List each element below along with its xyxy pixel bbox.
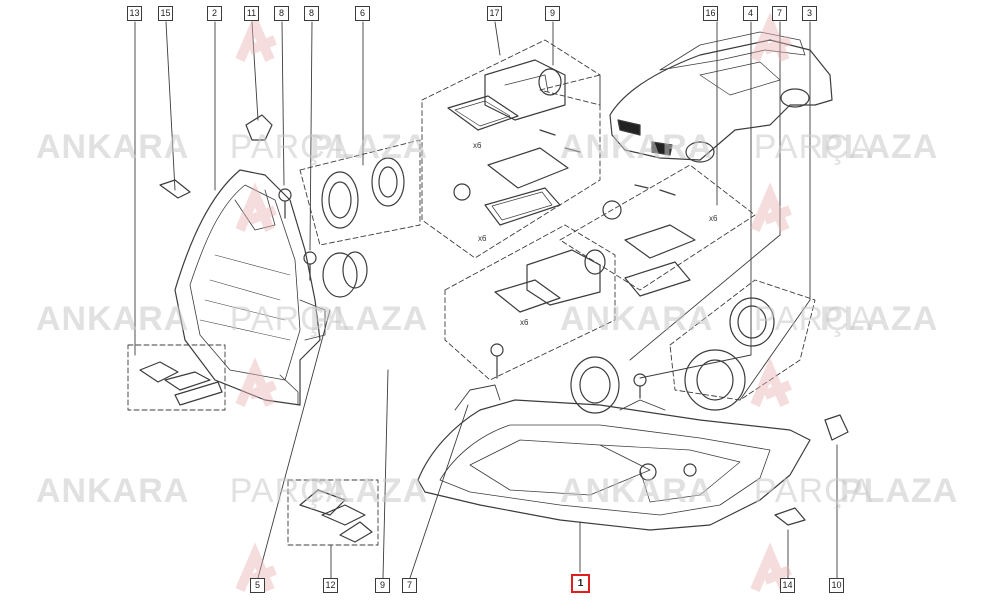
car-illustration	[609, 31, 833, 163]
bulb-caps-right	[490, 297, 775, 414]
callout-15: 15	[158, 6, 173, 21]
callout-8: 8	[274, 6, 289, 21]
small-fasteners-left	[139, 114, 317, 406]
callout-6: 6	[355, 6, 370, 21]
watermark-row-3d: PLAZA	[840, 472, 959, 510]
qty-label: x6	[473, 141, 482, 150]
callout-7b: 7	[402, 578, 417, 593]
callout-3: 3	[802, 6, 817, 21]
leader-lines	[134, 21, 838, 579]
qty-label: x6	[709, 214, 718, 223]
callout-11: 11	[244, 6, 259, 21]
qty-label: x6	[478, 234, 487, 243]
callout-14: 14	[780, 578, 795, 593]
callout-9: 9	[545, 6, 560, 21]
callout-12: 12	[323, 578, 338, 593]
watermark-row-3b: PLAZA	[310, 472, 429, 510]
callout-13: 13	[127, 6, 142, 21]
bulb-caps-left	[321, 157, 405, 298]
callout-7: 7	[772, 6, 787, 21]
qty-label: x6	[520, 318, 529, 327]
callout-2: 2	[207, 6, 222, 21]
watermark-row-2d: PLAZA	[820, 300, 939, 338]
watermark-row-3: ANKARA PARÇA	[36, 472, 350, 510]
watermark-row-2c: ANKARA PARÇA	[560, 300, 874, 338]
xenon-module-middle	[494, 184, 696, 313]
watermark-row-1b: PLAZA	[820, 128, 939, 166]
watermark-row-1c: ANKARA PARÇA	[560, 128, 874, 166]
callout-17: 17	[487, 6, 502, 21]
watermark-row-3c: ANKARA PARÇA	[560, 472, 874, 510]
xenon-module-upper	[447, 59, 581, 226]
callout-16: 16	[703, 6, 718, 21]
headlamp-housing-rear	[174, 169, 326, 406]
watermark-row-1d: PLAZA	[310, 128, 429, 166]
watermark-row-2b: PLAZA	[310, 300, 429, 338]
callout-5: 5	[250, 578, 265, 593]
watermark-row-1: ANKARA PARÇA	[36, 128, 350, 166]
callout-4: 4	[743, 6, 758, 21]
headlamp-front	[417, 384, 849, 531]
callout-9b: 9	[375, 578, 390, 593]
callout-1-highlighted: 1	[571, 574, 590, 593]
dashed-groups	[127, 39, 816, 546]
bracket-set	[299, 489, 373, 543]
callout-8b: 8	[304, 6, 319, 21]
callout-10: 10	[829, 578, 844, 593]
watermark-row-2: ANKARA PARÇA	[36, 300, 350, 338]
